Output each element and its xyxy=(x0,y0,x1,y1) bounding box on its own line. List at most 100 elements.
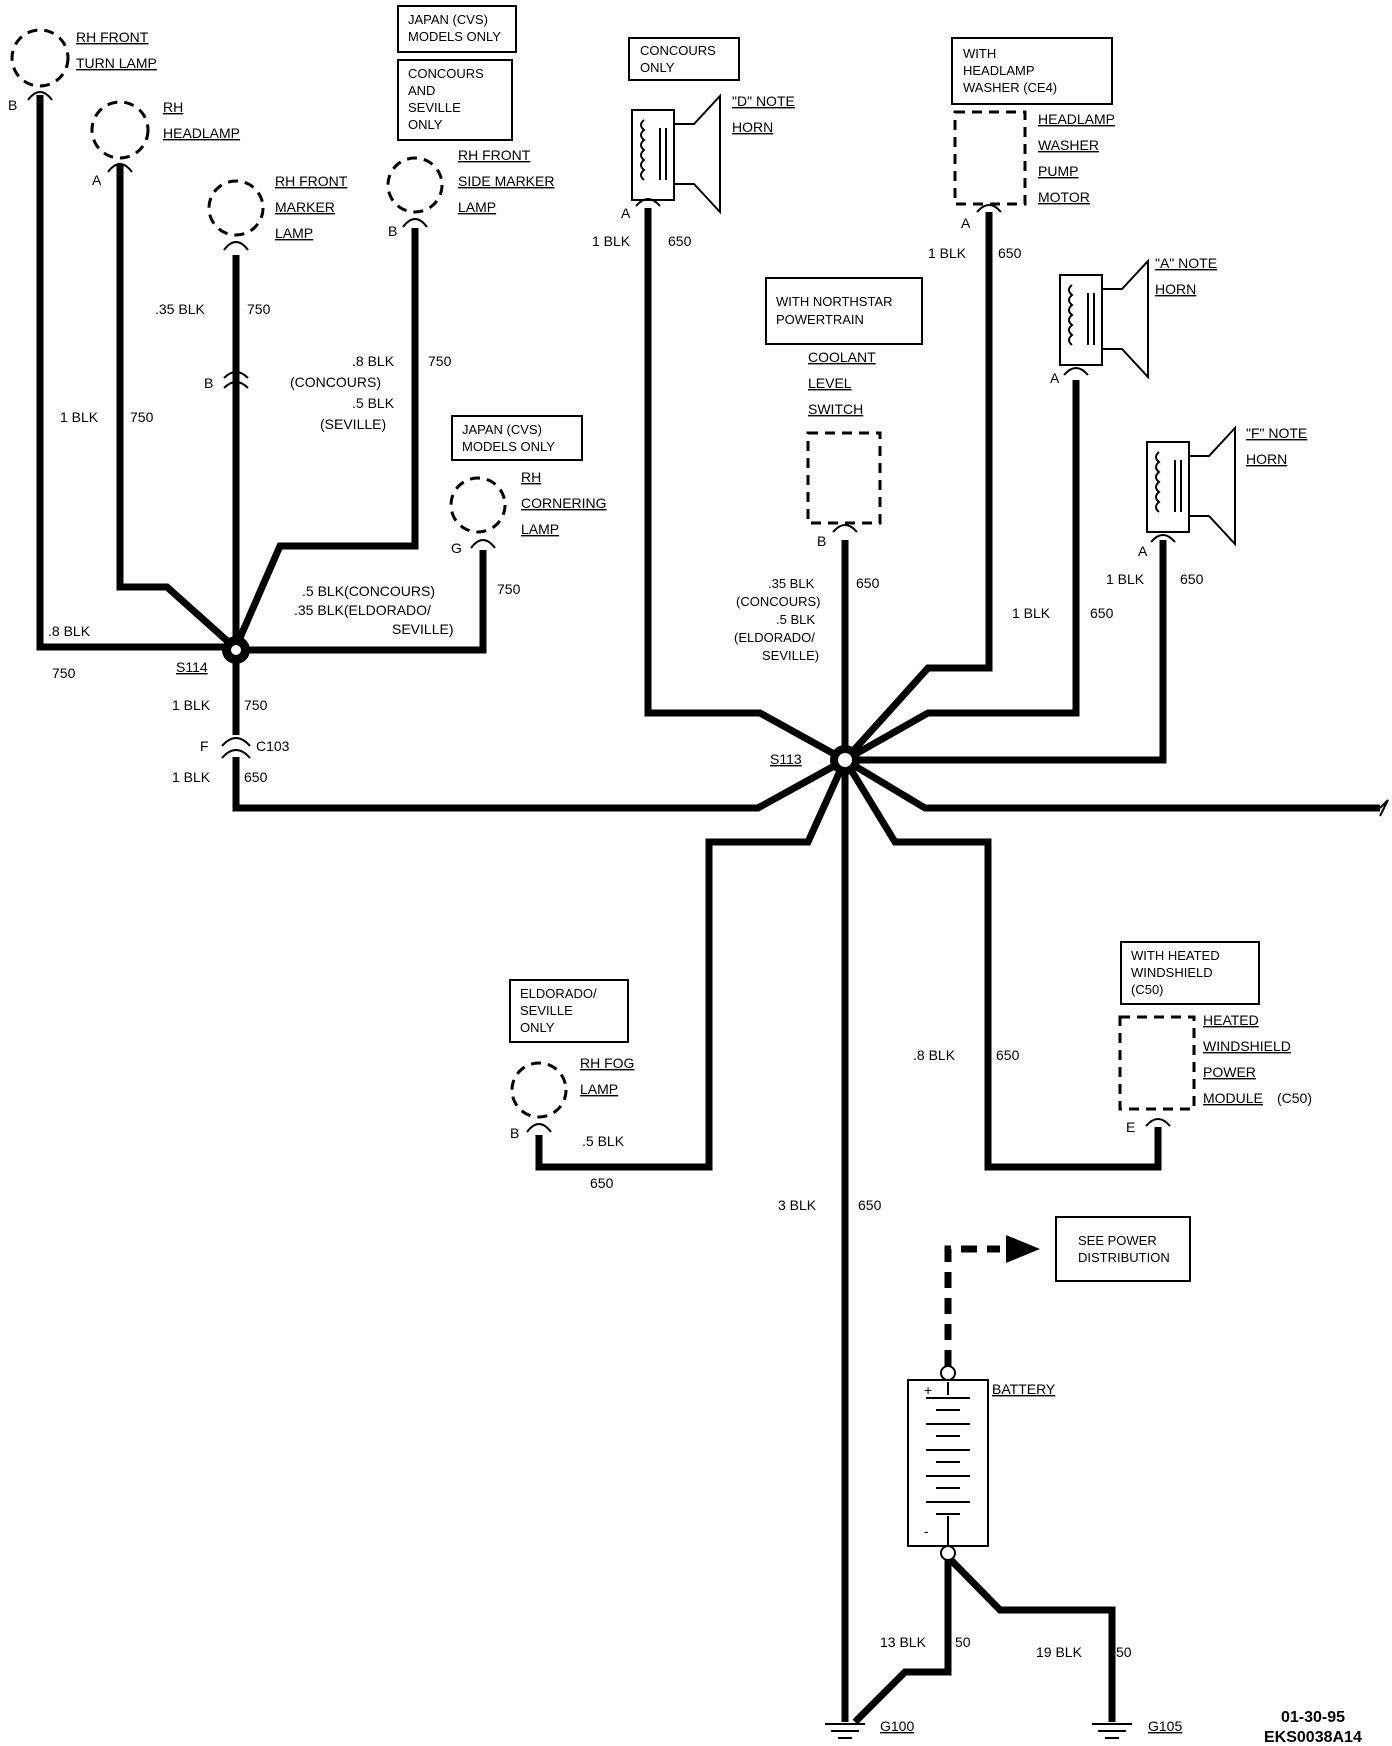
svg-text:.35 BLK(ELDORADO/: .35 BLK(ELDORADO/ xyxy=(294,602,431,618)
wire-continuation xyxy=(843,756,1380,812)
label-d-note-horn: "D" NOTE HORN A xyxy=(621,93,795,221)
svg-text:RH FRONT: RH FRONT xyxy=(76,29,149,45)
note-see-power-distribution: SEE POWER DISTRIBUTION xyxy=(1055,1216,1191,1282)
rh-front-marker-lamp xyxy=(207,179,265,251)
svg-text:650: 650 xyxy=(244,769,268,785)
svg-text:SEVILLE): SEVILLE) xyxy=(762,648,819,663)
svg-text:WASHER: WASHER xyxy=(1038,137,1099,153)
battery: + - xyxy=(907,1365,989,1561)
pin-label: B xyxy=(388,223,397,239)
svg-text:650: 650 xyxy=(590,1175,614,1191)
svg-text:WINDSHIELD: WINDSHIELD xyxy=(1203,1038,1291,1054)
label-f-note-horn: "F" NOTE HORN A xyxy=(1138,425,1307,559)
ground-g100 xyxy=(825,1723,865,1739)
svg-text:RH: RH xyxy=(521,469,541,485)
label-rh-fog-lamp: RH FOG LAMP B xyxy=(510,1055,634,1141)
svg-text:(C50): (C50) xyxy=(1277,1090,1312,1106)
svg-text:HEADLAMP: HEADLAMP xyxy=(163,125,240,141)
svg-text:SEVILLE: SEVILLE xyxy=(408,100,461,115)
svg-text:HEATED: HEATED xyxy=(1203,1012,1259,1028)
svg-text:.5 BLK(CONCOURS): .5 BLK(CONCOURS) xyxy=(302,583,435,599)
svg-text:(CONCOURS): (CONCOURS) xyxy=(736,594,821,609)
svg-text:50: 50 xyxy=(955,1634,971,1650)
svg-text:HORN: HORN xyxy=(1246,451,1287,467)
wire-s114-to-s113 xyxy=(232,647,847,812)
a-note-horn xyxy=(1059,258,1149,380)
connector-marker-b xyxy=(223,371,249,389)
svg-text:WITH HEATED: WITH HEATED xyxy=(1131,948,1220,963)
wire-a-horn xyxy=(843,380,1080,764)
label-heated-windshield-power-module: HEATED WINDSHIELD POWER MODULE (C50) E xyxy=(1126,1012,1312,1135)
svg-text:50: 50 xyxy=(1116,1644,1132,1660)
svg-text:BATTERY: BATTERY xyxy=(992,1381,1056,1397)
svg-text:1 BLK: 1 BLK xyxy=(928,245,967,261)
rh-fog-lamp xyxy=(510,1061,568,1133)
wire-labels: .8 BLK 750 1 BLK 750 .35 BLK 750 B .8 BL… xyxy=(48,233,1204,1660)
note-with-heated-windshield: WITH HEATED WINDSHIELD (C50) xyxy=(1120,941,1260,1005)
coolant-level-switch xyxy=(806,431,882,533)
pin-label: G xyxy=(451,540,462,556)
svg-text:.5 BLK: .5 BLK xyxy=(582,1133,625,1149)
wire-battery-g105 xyxy=(945,1554,1116,1722)
svg-text:.35 BLK: .35 BLK xyxy=(155,301,205,317)
svg-text:RH FOG: RH FOG xyxy=(580,1055,634,1071)
svg-text:CONCOURS: CONCOURS xyxy=(408,66,484,81)
label-rh-headlamp: RH HEADLAMP A xyxy=(92,99,240,188)
battery-plus: + xyxy=(924,1382,932,1398)
svg-text:CONCOURS: CONCOURS xyxy=(640,43,716,58)
wire-harness-left xyxy=(36,95,847,812)
splice-s114 xyxy=(222,636,250,664)
label-coolant-level-switch: COOLANT LEVEL SWITCH B xyxy=(808,349,876,549)
svg-text:"D" NOTE: "D" NOTE xyxy=(732,93,795,109)
wire-f-horn xyxy=(845,540,1167,764)
svg-text:LAMP: LAMP xyxy=(275,225,313,241)
svg-text:CORNERING: CORNERING xyxy=(521,495,607,511)
svg-text:"F" NOTE: "F" NOTE xyxy=(1246,425,1307,441)
wire-washer xyxy=(842,212,993,763)
svg-text:MARKER: MARKER xyxy=(275,199,335,215)
svg-text:(C50): (C50) xyxy=(1131,982,1164,997)
svg-text:SEE POWER: SEE POWER xyxy=(1078,1233,1157,1248)
svg-text:SWITCH: SWITCH xyxy=(808,401,863,417)
svg-text:ONLY: ONLY xyxy=(520,1020,555,1035)
svg-text:13 BLK: 13 BLK xyxy=(880,1634,927,1650)
footer-date: 01-30-95 xyxy=(1281,1709,1345,1726)
svg-text:ONLY: ONLY xyxy=(408,117,443,132)
svg-text:1 BLK: 1 BLK xyxy=(172,769,211,785)
svg-text:.8 BLK: .8 BLK xyxy=(913,1047,956,1063)
svg-text:F: F xyxy=(200,738,209,754)
connector-c103 xyxy=(221,735,251,759)
ground-g105 xyxy=(1092,1723,1132,1739)
svg-text:650: 650 xyxy=(998,245,1022,261)
wire-d-horn xyxy=(644,208,847,764)
wire-harness-right xyxy=(535,208,1389,1725)
svg-text:WITH NORTHSTAR: WITH NORTHSTAR xyxy=(776,294,893,309)
svg-text:650: 650 xyxy=(1090,605,1114,621)
svg-text:(ELDORADO/: (ELDORADO/ xyxy=(734,630,815,645)
note-japan-cvs-2: JAPAN (CVS) MODELS ONLY xyxy=(451,415,583,461)
svg-text:WASHER (CE4): WASHER (CE4) xyxy=(963,80,1057,95)
note-concours-only: CONCOURS ONLY xyxy=(628,37,740,81)
d-note-horn xyxy=(631,93,721,215)
svg-text:750: 750 xyxy=(130,409,154,425)
svg-text:19 BLK: 19 BLK xyxy=(1036,1644,1083,1660)
svg-text:1 BLK: 1 BLK xyxy=(172,697,211,713)
svg-text:750: 750 xyxy=(428,353,452,369)
rh-headlamp xyxy=(90,100,150,173)
svg-text:POWER: POWER xyxy=(1203,1064,1256,1080)
svg-text:LAMP: LAMP xyxy=(580,1081,618,1097)
svg-text:650: 650 xyxy=(856,575,880,591)
svg-text:POWERTRAIN: POWERTRAIN xyxy=(776,312,864,327)
ground-g105-label: G105 xyxy=(1148,1718,1182,1734)
svg-text:750: 750 xyxy=(497,581,521,597)
svg-text:WITH: WITH xyxy=(963,46,996,61)
svg-text:750: 750 xyxy=(247,301,271,317)
note-concours-seville-only: CONCOURS AND SEVILLE ONLY xyxy=(397,59,513,141)
svg-text:650: 650 xyxy=(996,1047,1020,1063)
pin-label: A xyxy=(92,172,102,188)
f-note-horn xyxy=(1146,425,1236,547)
svg-text:SEVILLE: SEVILLE xyxy=(520,1003,573,1018)
svg-text:.35 BLK: .35 BLK xyxy=(768,576,815,591)
svg-text:RH FRONT: RH FRONT xyxy=(458,147,531,163)
